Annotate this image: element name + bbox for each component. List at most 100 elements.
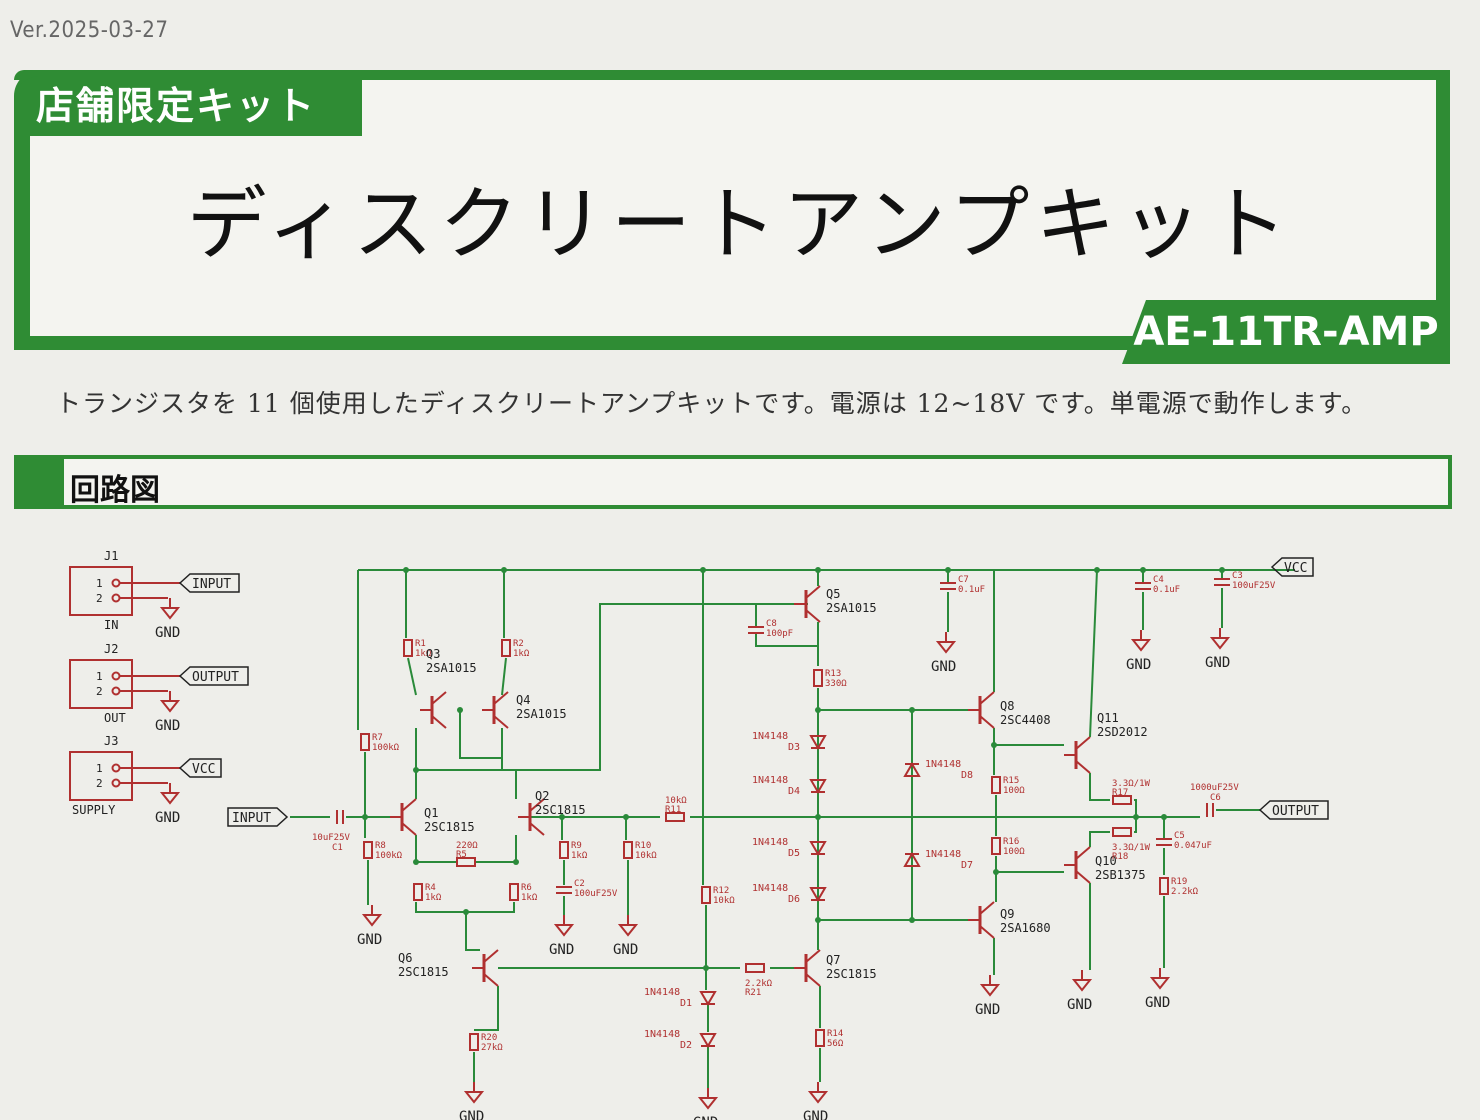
capacitor-value: 100uF25V <box>574 889 618 899</box>
wire <box>1089 569 1098 738</box>
ground-symbol <box>161 782 179 804</box>
gnd-label: GND <box>549 942 574 958</box>
net-flag <box>1258 800 1329 820</box>
ground-symbol <box>1132 629 1150 651</box>
resistor-ref: R12 <box>713 886 729 896</box>
capacitor-ref: C8 <box>766 619 777 629</box>
resistor-value: 1kΩ <box>425 893 442 903</box>
resistor-ref: R6 <box>521 883 532 893</box>
transistor-ref: Q11 <box>1097 711 1119 725</box>
transistor-lead <box>483 949 499 963</box>
net-flag-label: INPUT <box>192 577 231 592</box>
transistor-part: 2SA1015 <box>516 707 567 721</box>
resistor-value: 27kΩ <box>481 1043 503 1053</box>
resistor-value: 1kΩ <box>571 851 588 861</box>
resistor <box>813 669 823 687</box>
resistor-value: 1kΩ <box>415 649 432 659</box>
transistor-part: 2SC4408 <box>1000 713 1051 727</box>
resistor <box>623 841 633 859</box>
resistor-ref: R9 <box>571 841 582 851</box>
transistor-lead <box>401 798 417 812</box>
resistor <box>456 857 476 867</box>
gnd-label: GND <box>155 718 180 734</box>
resistor-ref: R7 <box>372 733 383 743</box>
transistor-ref: Q10 <box>1095 854 1117 868</box>
ground-symbol <box>465 1081 483 1103</box>
connector-pin: 1 <box>96 577 103 590</box>
connector-pin: 1 <box>96 670 103 683</box>
resistor-value: 1kΩ <box>521 893 538 903</box>
capacitor-value: 0.1uF <box>1153 585 1180 595</box>
resistor <box>559 841 569 859</box>
transistor-part: 2SB1375 <box>1095 868 1146 882</box>
section-title: 回路図 <box>70 473 160 508</box>
net-flag <box>178 666 249 686</box>
resistor <box>701 886 711 904</box>
diode <box>903 762 921 777</box>
ground-symbol <box>619 914 637 936</box>
resistor <box>403 639 413 657</box>
gnd-label: GND <box>459 1109 484 1120</box>
store-limited-badge: 店舗限定キット <box>14 76 362 136</box>
net-flag-label: OUTPUT <box>1272 804 1319 819</box>
gnd-label: GND <box>803 1109 828 1120</box>
connector-body <box>69 659 133 709</box>
ground-symbol <box>363 904 381 926</box>
schematic-section-header: 回路図 <box>14 455 1452 509</box>
net-flag <box>227 807 289 827</box>
ground-symbol <box>981 974 999 996</box>
wire <box>474 986 499 1031</box>
transistor-lead <box>805 949 821 963</box>
connector-pin: 2 <box>96 592 103 605</box>
transistor-lead <box>483 973 499 987</box>
page-title: ディスクリートアンプキット <box>186 178 1294 271</box>
resistor-value: 10kΩ <box>635 851 657 861</box>
resistor-value: 10kΩ <box>665 796 687 806</box>
transistor-ref: Q9 <box>1000 907 1014 921</box>
resistor-ref: R4 <box>425 883 436 893</box>
gnd-label: GND <box>155 625 180 641</box>
resistor-ref: R16 <box>1003 837 1019 847</box>
wire <box>1089 831 1110 847</box>
resistor-ref: R11 <box>665 805 681 815</box>
resistor-value: 220Ω <box>456 841 478 851</box>
wire <box>459 710 502 759</box>
resistor-value: 2.2kΩ <box>1171 887 1199 897</box>
connector-label: SUPPLY <box>72 803 116 817</box>
gnd-label: GND <box>693 1115 718 1120</box>
connector-body <box>69 751 133 801</box>
circuit-schematic: J112ININPUTGNDJ212OUTOUTPUTGNDJ312SUPPLY… <box>69 549 1329 1120</box>
diode-ref: D1 <box>680 998 692 1009</box>
diode-part: 1N4148 <box>644 1029 680 1040</box>
transistor-ref: Q2 <box>535 789 549 803</box>
ground-symbol <box>809 1081 827 1103</box>
capacitor-ref: C1 <box>332 843 343 853</box>
junction-dot <box>362 814 368 820</box>
resistor-ref: R14 <box>827 1029 843 1039</box>
transistor-lead <box>1075 846 1091 860</box>
ground-symbol <box>555 914 573 936</box>
transistor-lead <box>431 715 447 729</box>
resistor-value: 10kΩ <box>713 896 735 906</box>
transistor-part: 2SA1015 <box>426 661 477 675</box>
capacitor-value: 100uF25V <box>1232 581 1276 591</box>
resistor-value: 56Ω <box>827 1039 844 1049</box>
transistor-lead <box>979 901 995 915</box>
gnd-label: GND <box>1067 997 1092 1013</box>
resistor <box>363 841 373 859</box>
connector-pin-circle <box>111 593 121 603</box>
capacitor-ref: C5 <box>1174 831 1185 841</box>
section-tab-marker <box>18 459 64 505</box>
transistor-part: 2SD2012 <box>1097 725 1148 739</box>
ground-symbol <box>1151 967 1169 989</box>
diode-ref: D4 <box>788 786 800 797</box>
resistor-value: 3.3Ω/1W <box>1112 779 1151 789</box>
diode-part: 1N4148 <box>752 837 788 848</box>
transistor-lead <box>401 822 417 836</box>
diode-part: 1N4148 <box>925 849 961 860</box>
gnd-label: GND <box>931 659 956 675</box>
ground-symbol <box>937 631 955 653</box>
capacitor-ref: C4 <box>1153 575 1164 585</box>
capacitor-value: 1000uF25V <box>1190 783 1239 793</box>
connector-pin: 2 <box>96 685 103 698</box>
